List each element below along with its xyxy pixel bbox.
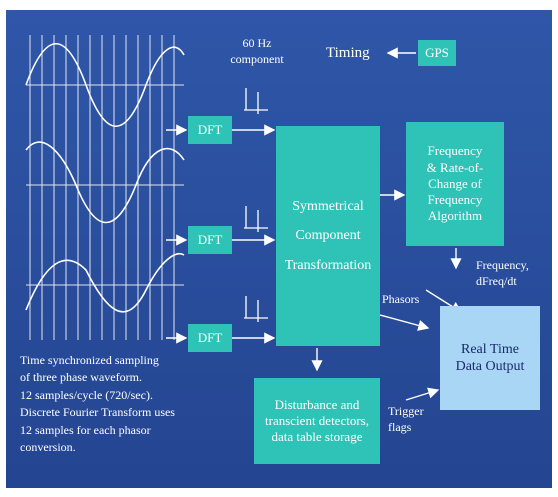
three-phase-waveforms bbox=[25, 42, 185, 313]
symmetrical-component-transformation-box: Symmetrical Component Transformation bbox=[276, 126, 380, 346]
timing-label: Timing bbox=[326, 45, 370, 61]
sct-line-1: Symmetrical bbox=[292, 198, 364, 214]
dft-box-phase-a: DFT bbox=[188, 116, 232, 144]
phase-b-waveform bbox=[25, 141, 185, 224]
sampling-grid bbox=[26, 35, 184, 340]
sct-line-3: Transformation bbox=[284, 257, 372, 273]
sampling-description: Time synchronized sampling of three phas… bbox=[20, 353, 175, 454]
sct-line-2: Component bbox=[295, 228, 361, 244]
frequency-algorithm-box: Frequency & Rate-of- Change of Frequency… bbox=[406, 122, 504, 246]
real-time-data-output-box: Real Time Data Output bbox=[440, 306, 540, 410]
disturbance-detectors-box: Disturbance and transcient detectors, da… bbox=[254, 378, 380, 464]
component-60hz-label: 60 Hz component bbox=[230, 36, 284, 66]
phase-a-waveform bbox=[25, 42, 185, 128]
trigger-flags-label: Trigger flags bbox=[388, 404, 424, 434]
frequency-output-label: Frequency, dFreq/dt bbox=[476, 258, 529, 288]
gps-box: GPS bbox=[418, 40, 456, 66]
diagram-canvas: 60 Hz component Timing GPS DFT DFT DFT S… bbox=[6, 10, 552, 488]
dft-box-phase-b: DFT bbox=[188, 226, 232, 254]
dft-box-phase-c: DFT bbox=[188, 324, 232, 352]
phasors-label: Phasors bbox=[382, 292, 420, 306]
phase-c-waveform bbox=[25, 253, 185, 313]
component-markers bbox=[244, 88, 268, 322]
